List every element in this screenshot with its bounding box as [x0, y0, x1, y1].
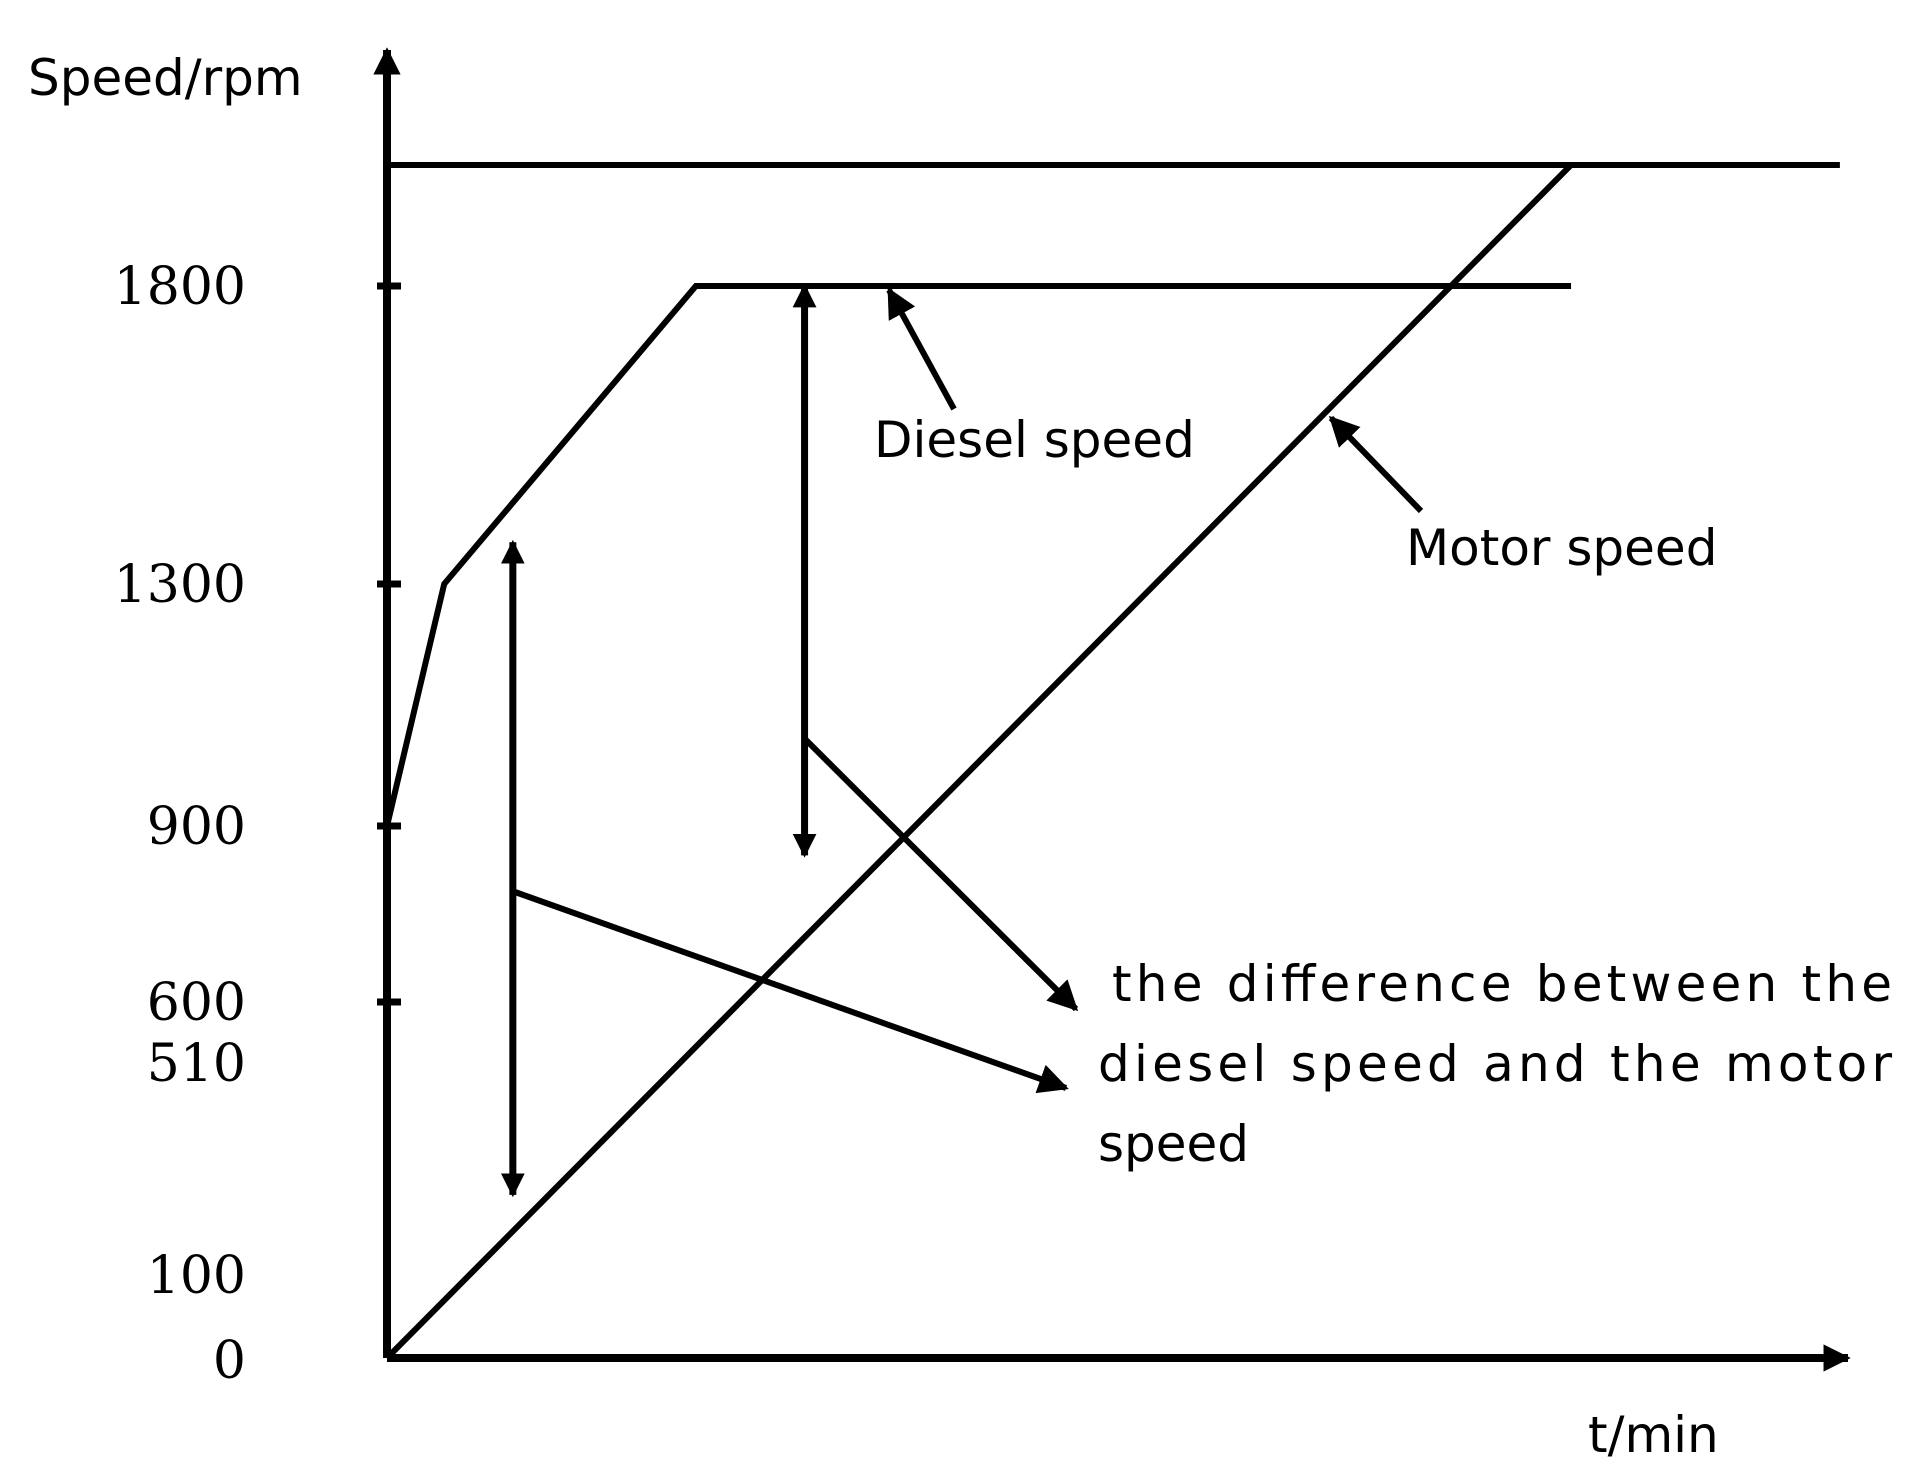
x-axis-title: t/min [1588, 1406, 1719, 1464]
y-tick-label: 1800 [114, 257, 246, 317]
y-axis-title: Speed/rpm [28, 49, 303, 107]
y-tick-label: 0 [213, 1331, 246, 1391]
motor-speed-callout-arrow [1328, 415, 1424, 514]
difference-pointer-arrow-2 [513, 889, 1069, 1094]
motor-speed-line [384, 162, 1574, 1361]
y-tick-label: 510 [147, 1034, 246, 1094]
diesel-speed-line [384, 283, 1572, 827]
diesel-speed-callout-arrow [886, 287, 957, 411]
axes: Speed/rpm t/min [28, 47, 1851, 1464]
motor-speed-label: Motor speed [1406, 519, 1717, 577]
difference-label-line-1: the difference between the [1112, 955, 1892, 1013]
diesel-speed-label: Diesel speed [874, 411, 1195, 469]
y-tick-label: 900 [147, 797, 246, 857]
y-tick-label: 1300 [114, 555, 246, 615]
y-tick-label: 100 [147, 1246, 246, 1306]
difference-label-line-3: speed [1098, 1115, 1249, 1173]
difference-label-line-2: diesel speed and the motor [1098, 1035, 1892, 1093]
plot-area [384, 162, 1840, 1361]
annotations: Diesel speed Motor speed the difference … [513, 287, 1892, 1173]
difference-pointer-arrow-1 [801, 735, 1079, 1012]
y-tick-label: 600 [147, 973, 246, 1033]
